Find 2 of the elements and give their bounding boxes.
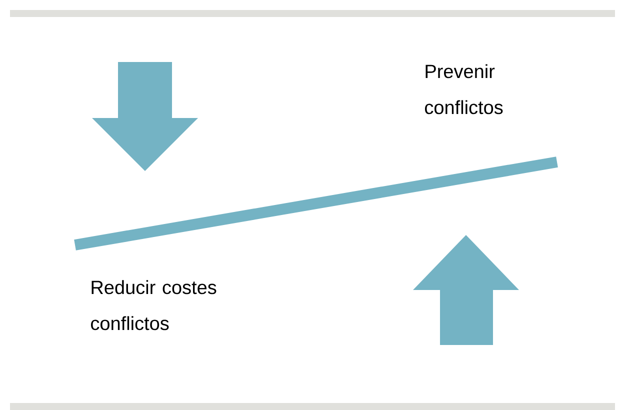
text-label: Prevenir conflictos — [425, 64, 503, 114]
text-label: Reducir costes conflictos — [91, 280, 216, 330]
